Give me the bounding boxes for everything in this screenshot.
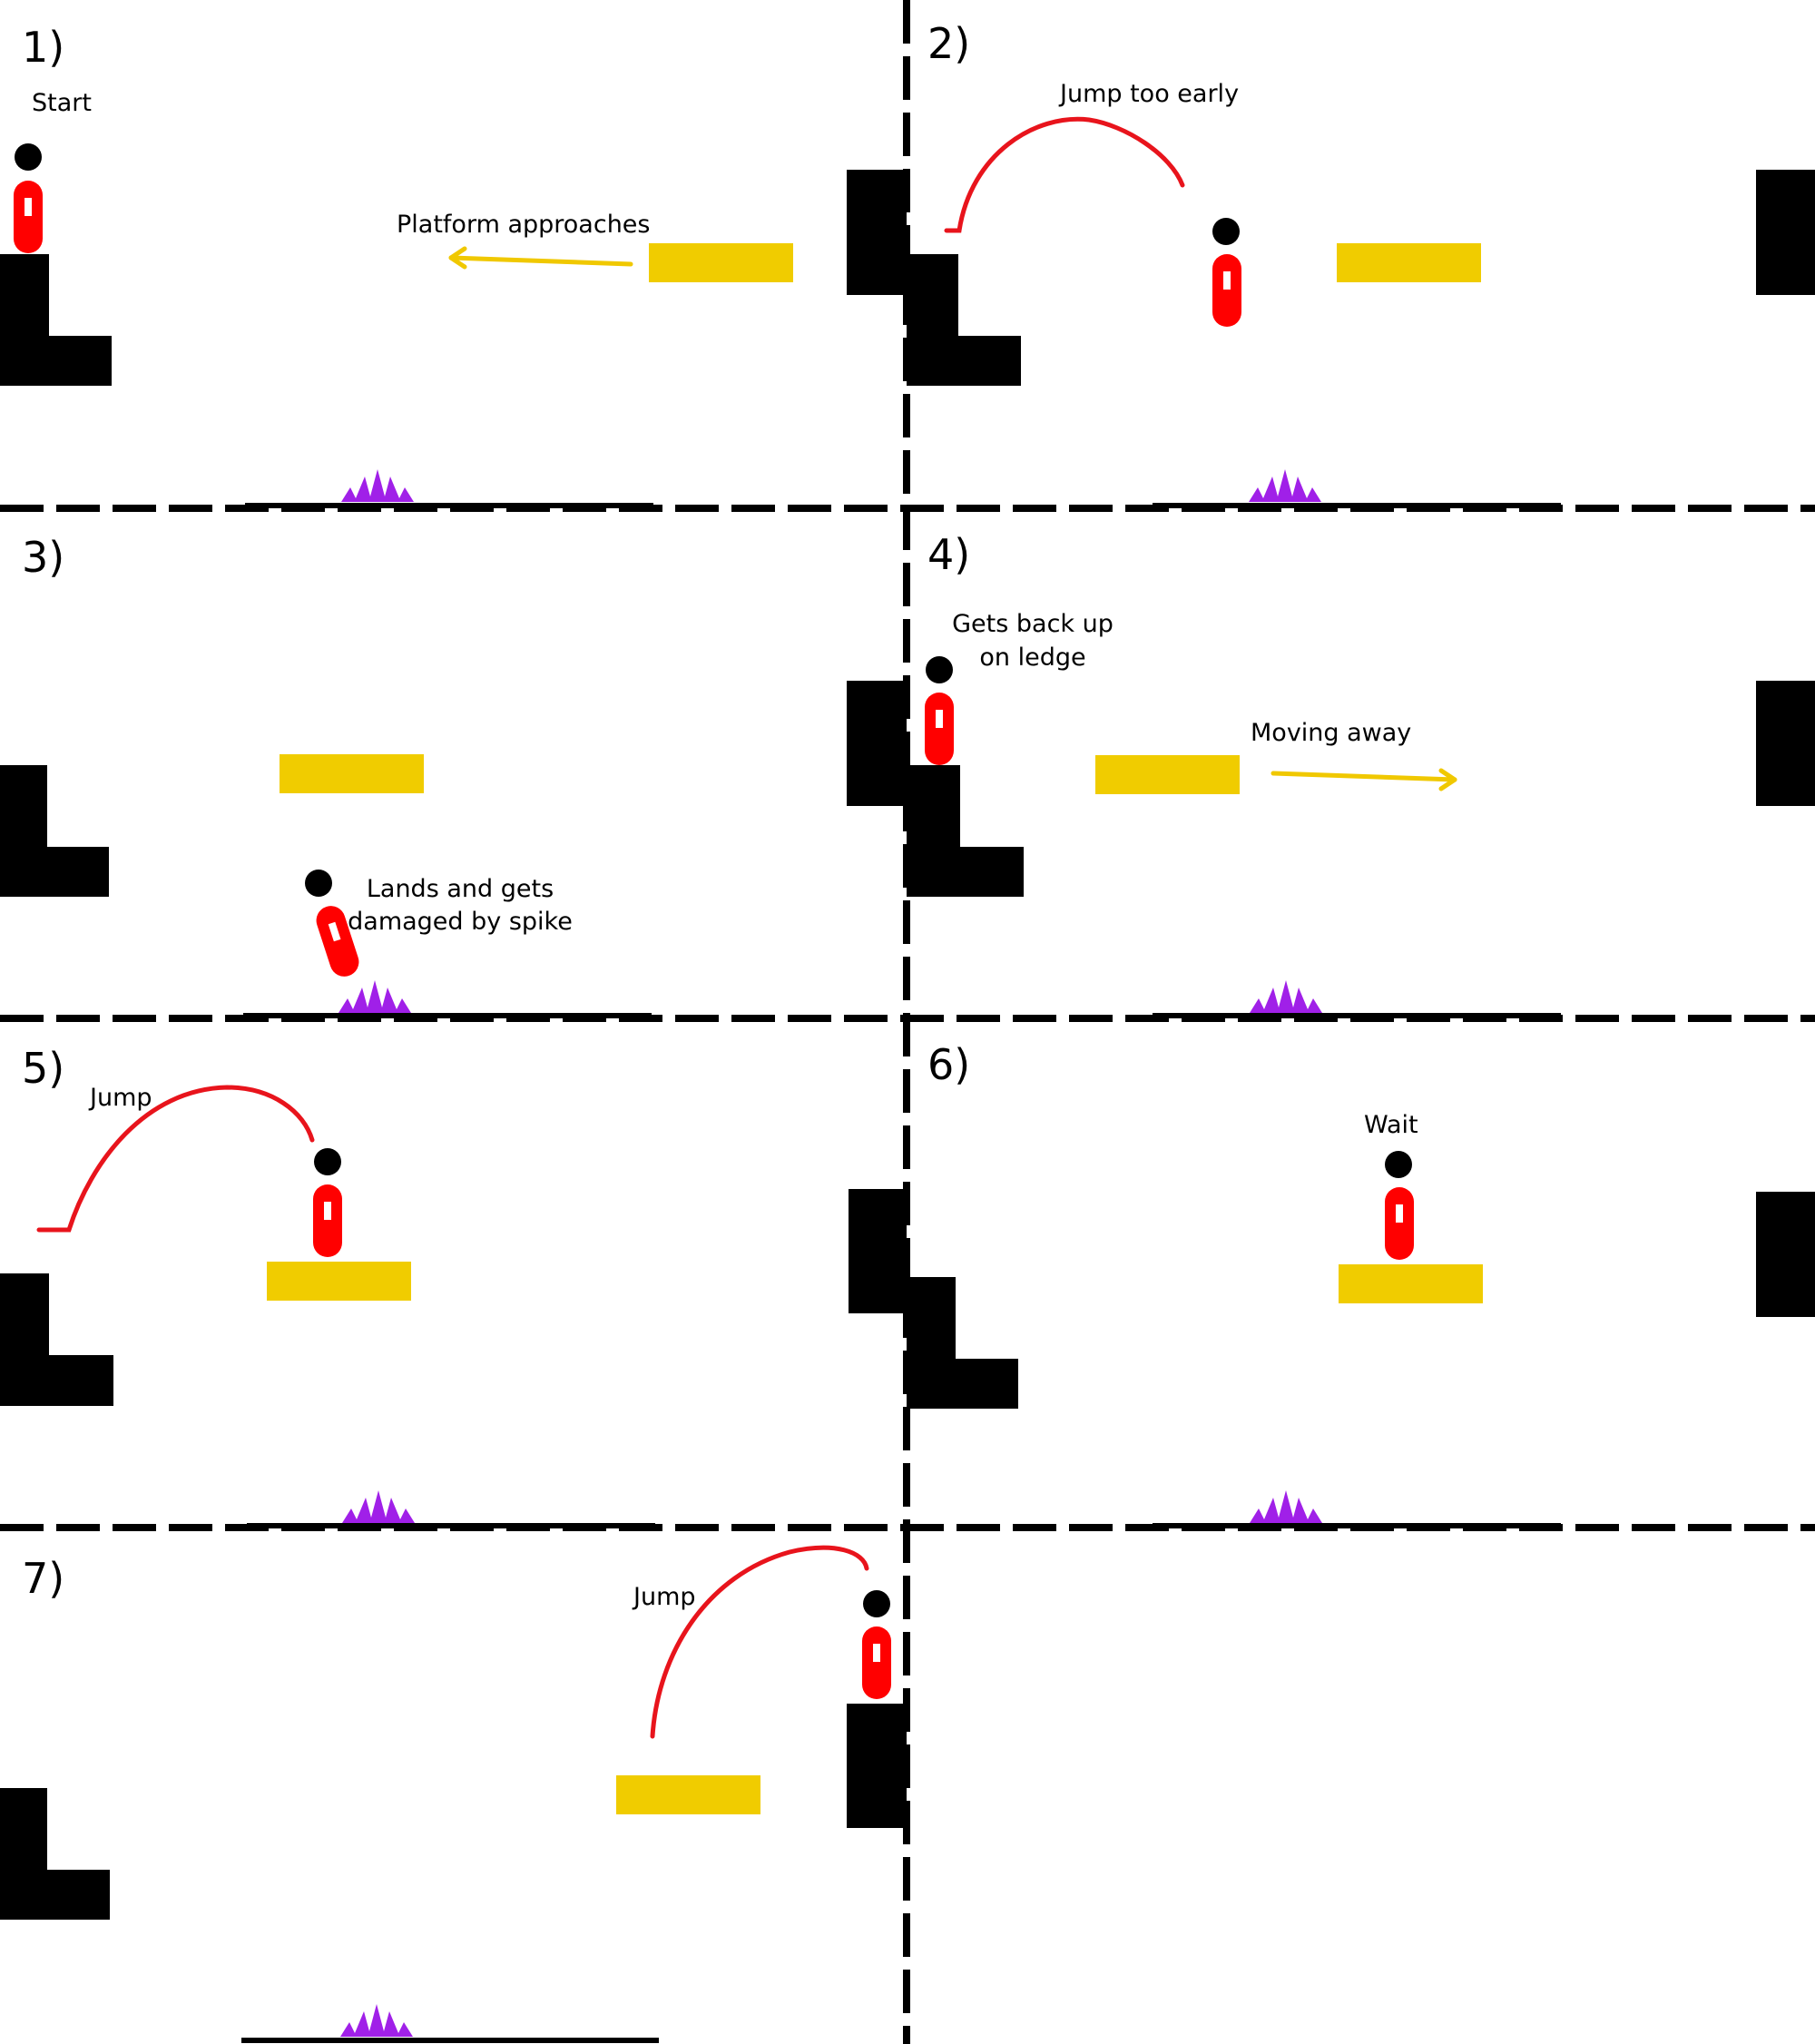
- character: [313, 1148, 342, 1257]
- panel-number: 7): [22, 1554, 64, 1603]
- character-body: [1385, 1187, 1414, 1260]
- lands-damaged-label-line-1: Lands and gets: [367, 875, 554, 903]
- moving-platform: [267, 1262, 411, 1301]
- character-head: [926, 656, 953, 683]
- character: [1385, 1151, 1414, 1260]
- tall-wall-block: [847, 170, 907, 295]
- character-head: [863, 1590, 890, 1617]
- motion-arrow: [448, 246, 633, 270]
- character-body-mark: [873, 1644, 880, 1662]
- far-right-wall: [1756, 170, 1815, 295]
- jump-arc: [944, 116, 1185, 233]
- l-shaped-ledge: [907, 1277, 1018, 1409]
- l-shaped-ledge: [0, 1788, 110, 1920]
- character-body-mark: [1223, 271, 1231, 290]
- spike-icon: [1250, 980, 1322, 1013]
- character-body: [1212, 254, 1241, 327]
- spike-icon: [1250, 1490, 1322, 1523]
- panel-3: 3) Lands and gets damaged by spike: [0, 533, 652, 1018]
- moving-away-label: Moving away: [1251, 719, 1411, 747]
- tall-wall-block: [849, 1189, 907, 1313]
- jump-arc: [650, 1545, 869, 1739]
- panel-number: 3): [22, 533, 64, 582]
- far-right-wall: [1756, 681, 1815, 806]
- jump-too-early-label: Jump too early: [1058, 80, 1239, 108]
- far-right-wall: [1756, 1192, 1815, 1317]
- character-head: [1385, 1151, 1412, 1178]
- moving-platform: [616, 1775, 760, 1814]
- character-body-mark: [25, 198, 32, 216]
- start-label: Start: [32, 89, 92, 117]
- character-knocked-down: [305, 870, 359, 977]
- character-body-mark: [328, 921, 341, 942]
- character: [862, 1590, 891, 1699]
- wait-label: Wait: [1364, 1111, 1418, 1139]
- gets-back-up-label-line-2: on ledge: [979, 644, 1085, 672]
- tall-wall-block: [847, 1704, 907, 1828]
- panel-5: 5) Jump: [0, 1044, 655, 1528]
- character-body: [313, 1184, 342, 1257]
- character-body-mark: [324, 1202, 331, 1220]
- character-body: [14, 181, 43, 253]
- l-shaped-ledge: [0, 1273, 113, 1406]
- spike-icon: [338, 980, 411, 1013]
- l-shaped-ledge: [907, 765, 1024, 897]
- panel-number: 1): [22, 23, 64, 72]
- character-head: [305, 870, 332, 897]
- l-shaped-ledge: [0, 254, 112, 386]
- jump-arc: [36, 1085, 315, 1233]
- moving-platform: [649, 243, 793, 282]
- character-head: [15, 143, 42, 171]
- tall-wall-block: [847, 681, 907, 806]
- character-body-mark: [936, 710, 943, 728]
- jump-label: Jump: [632, 1583, 696, 1611]
- spike-icon: [341, 469, 414, 502]
- character: [1212, 218, 1241, 327]
- panel-7: 7) Jump: [0, 1545, 907, 2043]
- character-body: [862, 1626, 891, 1699]
- l-shaped-ledge: [907, 254, 1021, 386]
- platform-approaches-label: Platform approaches: [397, 211, 650, 239]
- panel-number: 5): [22, 1044, 64, 1093]
- character-body-mark: [1396, 1204, 1403, 1223]
- gets-back-up-label-line-1: Gets back up: [952, 610, 1114, 638]
- spike-icon: [342, 1490, 415, 1523]
- motion-arrow: [1270, 768, 1457, 791]
- spike-icon: [340, 2004, 413, 2037]
- spike-icon: [1249, 469, 1321, 502]
- moving-platform: [280, 754, 424, 793]
- character-head: [314, 1148, 341, 1175]
- character-body: [316, 906, 359, 977]
- character: [925, 656, 954, 765]
- l-shaped-ledge: [0, 765, 109, 897]
- jump-label: Jump: [88, 1084, 152, 1112]
- panel-1: 1) Start Platform approaches: [0, 23, 793, 508]
- panel-number: 4): [927, 530, 970, 579]
- character: [14, 143, 43, 253]
- character-head: [1212, 218, 1240, 245]
- character-body: [925, 693, 954, 765]
- panel-number: 6): [927, 1040, 970, 1089]
- panel-6: 6) Wait: [849, 1040, 1815, 1528]
- moving-platform: [1095, 755, 1240, 794]
- panel-2: 2) Jump too early: [847, 19, 1815, 508]
- moving-platform: [1337, 243, 1481, 282]
- lands-damaged-label-line-2: damaged by spike: [348, 908, 573, 936]
- moving-platform: [1339, 1264, 1483, 1303]
- panel-4: 4) Gets back up on ledge Moving away: [847, 530, 1815, 1018]
- panel-number: 2): [927, 19, 970, 68]
